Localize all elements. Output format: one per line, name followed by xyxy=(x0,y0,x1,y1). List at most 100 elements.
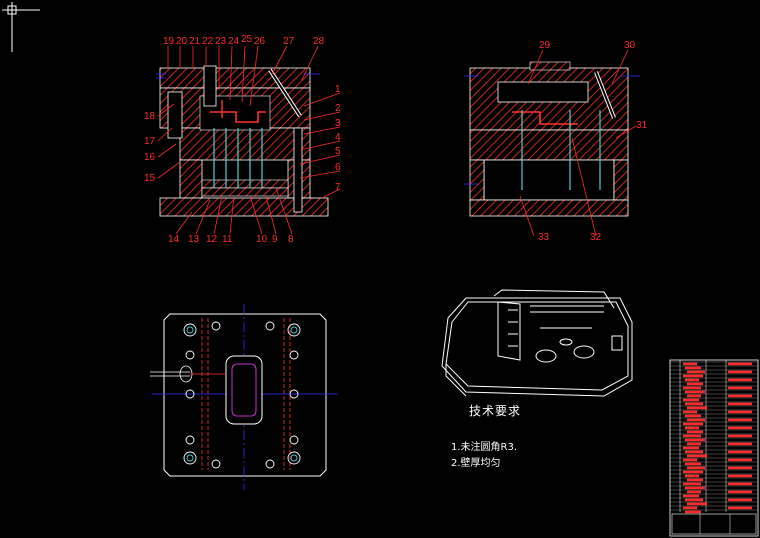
tech-requirements-title: 技术要求 xyxy=(469,404,522,418)
callout-32: 32 xyxy=(590,232,602,243)
title-block-entry xyxy=(683,446,699,450)
title-block-entry xyxy=(687,406,707,410)
title-block-entry xyxy=(728,490,752,494)
title-block-entry xyxy=(683,410,697,414)
title-block-entry xyxy=(683,374,703,378)
callout-13: 13 xyxy=(188,234,200,245)
title-block-entry xyxy=(685,486,705,490)
title-block-entry xyxy=(685,498,703,502)
title-block-entry xyxy=(687,394,701,398)
title-block-entry xyxy=(683,434,701,438)
title-block-entry xyxy=(685,450,703,454)
callout-16: 16 xyxy=(144,152,156,163)
callout-labels-view-2: 29 30 31 32 33 xyxy=(538,40,648,243)
title-block-entry xyxy=(728,426,752,430)
title-block-entry xyxy=(687,442,701,446)
section-view-2 xyxy=(464,61,640,217)
title-block-entry xyxy=(685,426,699,430)
callout-19: 19 xyxy=(163,36,175,47)
title-block-entry xyxy=(728,474,752,478)
title-block-entry xyxy=(687,490,701,494)
callout-2: 2 xyxy=(335,103,341,114)
title-block-entry xyxy=(683,398,699,402)
callout-21: 21 xyxy=(189,36,201,47)
title-block-entry xyxy=(683,362,697,366)
title-block-entry xyxy=(683,458,697,462)
title-block-entry xyxy=(685,390,705,394)
title-block-entry xyxy=(687,370,705,374)
title-block-entry xyxy=(685,462,701,466)
callout-25: 25 xyxy=(241,34,253,45)
callouts-view-1 xyxy=(157,45,341,235)
title-block-entry xyxy=(728,498,752,502)
callout-11: 11 xyxy=(222,234,233,245)
title-block-entry xyxy=(728,370,752,374)
callout-12: 12 xyxy=(206,234,218,245)
callout-33: 33 xyxy=(538,232,550,243)
callout-18: 18 xyxy=(144,111,156,122)
title-block-entry xyxy=(728,394,752,398)
title-block-entry xyxy=(728,418,752,422)
callout-23: 23 xyxy=(215,36,227,47)
title-block-entry xyxy=(687,382,703,386)
title-block-entry xyxy=(728,378,752,382)
callout-10: 10 xyxy=(256,234,268,245)
title-block-entry xyxy=(685,474,699,478)
title-block-entry xyxy=(687,502,707,506)
title-block-entry xyxy=(687,466,705,470)
title-block-entry xyxy=(728,450,752,454)
title-block-entry xyxy=(685,378,699,382)
title-block-entry xyxy=(687,478,703,482)
callout-26: 26 xyxy=(254,36,266,47)
callout-17: 17 xyxy=(144,136,156,147)
callout-28: 28 xyxy=(313,36,325,47)
title-block-entry xyxy=(683,506,697,510)
title-block-entry xyxy=(683,422,703,426)
callout-15: 15 xyxy=(144,173,156,184)
title-block-entry xyxy=(728,482,752,486)
callout-27: 27 xyxy=(283,36,295,47)
ucs-icon xyxy=(2,2,40,52)
title-block-entry xyxy=(685,510,701,514)
part-isometric xyxy=(441,289,633,397)
callout-5: 5 xyxy=(335,146,341,157)
title-block-entry xyxy=(683,470,703,474)
callout-30: 30 xyxy=(624,40,636,51)
title-block-entry xyxy=(728,434,752,438)
title-block-entry xyxy=(683,482,701,486)
title-block-entry xyxy=(687,430,703,434)
title-block-entry xyxy=(728,458,752,462)
callout-22: 22 xyxy=(202,36,214,47)
callout-3: 3 xyxy=(335,118,341,129)
section-view-1 xyxy=(156,65,329,217)
callout-labels-view-1: 19 20 21 22 23 24 25 26 27 28 1 2 3 4 5 … xyxy=(144,34,341,245)
callout-24: 24 xyxy=(228,36,240,47)
title-block-entry xyxy=(728,506,752,510)
title-block-entry xyxy=(728,362,752,366)
title-block-entry xyxy=(728,386,752,390)
plan-view xyxy=(150,304,338,490)
title-block-entry xyxy=(685,366,701,370)
title-block-entry xyxy=(685,438,705,442)
callout-14: 14 xyxy=(168,234,180,245)
callout-29: 29 xyxy=(539,40,551,51)
callouts-view-2 xyxy=(519,49,637,237)
title-block-entry xyxy=(728,442,752,446)
title-block-entry xyxy=(687,418,705,422)
callout-20: 20 xyxy=(176,36,188,47)
callout-7: 7 xyxy=(335,182,341,193)
title-block-entry xyxy=(685,402,703,406)
tech-requirement-2: 2.壁厚均匀 xyxy=(451,458,501,469)
title-block-entry xyxy=(687,454,707,458)
title-block-entry xyxy=(728,410,752,414)
title-block xyxy=(669,359,759,537)
callout-9: 9 xyxy=(272,234,278,245)
tech-requirement-1: 1.未注圆角R3. xyxy=(451,442,518,453)
callout-4: 4 xyxy=(335,132,341,143)
title-block-entry xyxy=(685,414,701,418)
title-block-entry xyxy=(728,466,752,470)
callout-31: 31 xyxy=(636,120,648,131)
callout-1: 1 xyxy=(335,84,341,95)
title-block-entry xyxy=(683,494,699,498)
